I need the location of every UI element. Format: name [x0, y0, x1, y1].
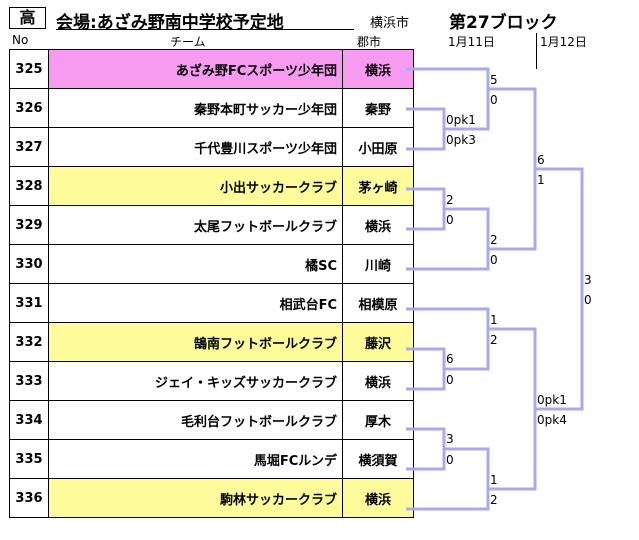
- bracket-line: [406, 67, 490, 131]
- team-city: 相模原: [342, 283, 414, 323]
- score-r2c-bottom: 2: [490, 333, 498, 347]
- score-m3-top: 6: [446, 352, 454, 366]
- team-number: 326: [9, 88, 49, 128]
- team-city: 厚木: [342, 400, 414, 440]
- bracket-line: [406, 307, 490, 371]
- bracket-line: [406, 207, 490, 271]
- day2-label: 1月12日: [540, 35, 587, 49]
- score-r2a-top: 5: [490, 73, 498, 87]
- venue-title: 会場:あざみ野南中学校予定地: [56, 13, 284, 33]
- score-r2d-bottom: 2: [490, 493, 498, 507]
- score-m2-bottom: 0: [446, 213, 454, 227]
- score-r2c-top: 1: [490, 313, 498, 327]
- team-name: 小出サッカークラブ: [48, 166, 343, 206]
- bracket-line: [488, 87, 537, 251]
- team-city: 秦野: [342, 88, 414, 128]
- team-number: 328: [9, 166, 49, 206]
- score-m3-bottom: 0: [446, 373, 454, 387]
- score-r2b-bottom: 0: [490, 253, 498, 267]
- team-name: 駒林サッカークラブ: [48, 478, 343, 518]
- score-sf1-bottom: 1: [537, 173, 545, 187]
- team-number: 336: [9, 478, 49, 518]
- team-city: 横浜: [342, 478, 414, 518]
- team-number: 333: [9, 361, 49, 401]
- team-city: 小田原: [342, 127, 414, 167]
- team-name: 千代豊川スポーツ少年団: [48, 127, 343, 167]
- team-city: 横浜: [342, 49, 414, 89]
- score-r2b-top: 2: [490, 233, 498, 247]
- score-r2a-bottom: 0: [490, 93, 498, 107]
- venue-city: 横浜市: [370, 16, 410, 31]
- team-number: 332: [9, 322, 49, 362]
- bracket-line: [406, 427, 446, 471]
- bracket-line: [488, 327, 537, 491]
- bracket-line: [406, 447, 490, 511]
- team-city: 藤沢: [342, 322, 414, 362]
- score-final-top: 3: [584, 273, 592, 287]
- bracket-line: [535, 167, 584, 411]
- bracket-line: [406, 187, 446, 231]
- score-r2d-top: 1: [490, 473, 498, 487]
- col-header-city: 郡市: [357, 35, 382, 49]
- score-sf2-top: 0pk1: [537, 393, 567, 407]
- team-name: あざみ野FCスポーツ少年団: [48, 49, 343, 89]
- col-header-no: No: [12, 33, 29, 47]
- team-city: 横須賀: [342, 439, 414, 479]
- score-m1-bottom: 0pk3: [446, 133, 476, 147]
- bracket-line: [406, 347, 446, 391]
- score-sf2-bottom: 0pk4: [537, 413, 567, 427]
- score-final-bottom: 0: [584, 293, 592, 307]
- score-m1-top: 0pk1: [446, 113, 476, 127]
- col-header-team: チーム: [170, 35, 206, 49]
- bracket-line: [406, 107, 446, 151]
- team-name: 太尾フットボールクラブ: [48, 205, 343, 245]
- score-m2-top: 2: [446, 193, 454, 207]
- day1-label: 1月11日: [448, 35, 495, 49]
- score-m4-bottom: 0: [446, 453, 454, 467]
- team-number: 329: [9, 205, 49, 245]
- score-m4-top: 3: [446, 432, 454, 446]
- team-city: 横浜: [342, 205, 414, 245]
- level-badge: 高: [9, 7, 46, 29]
- day-divider: [536, 33, 537, 69]
- block-title: 第27ブロック: [449, 13, 558, 33]
- team-city: 茅ヶ崎: [342, 166, 414, 206]
- team-name: 鵠南フットボールクラブ: [48, 322, 343, 362]
- title-underline: [56, 29, 354, 30]
- score-sf1-top: 6: [537, 153, 545, 167]
- team-name: 毛利台フットボールクラブ: [48, 400, 343, 440]
- team-city: 横浜: [342, 361, 414, 401]
